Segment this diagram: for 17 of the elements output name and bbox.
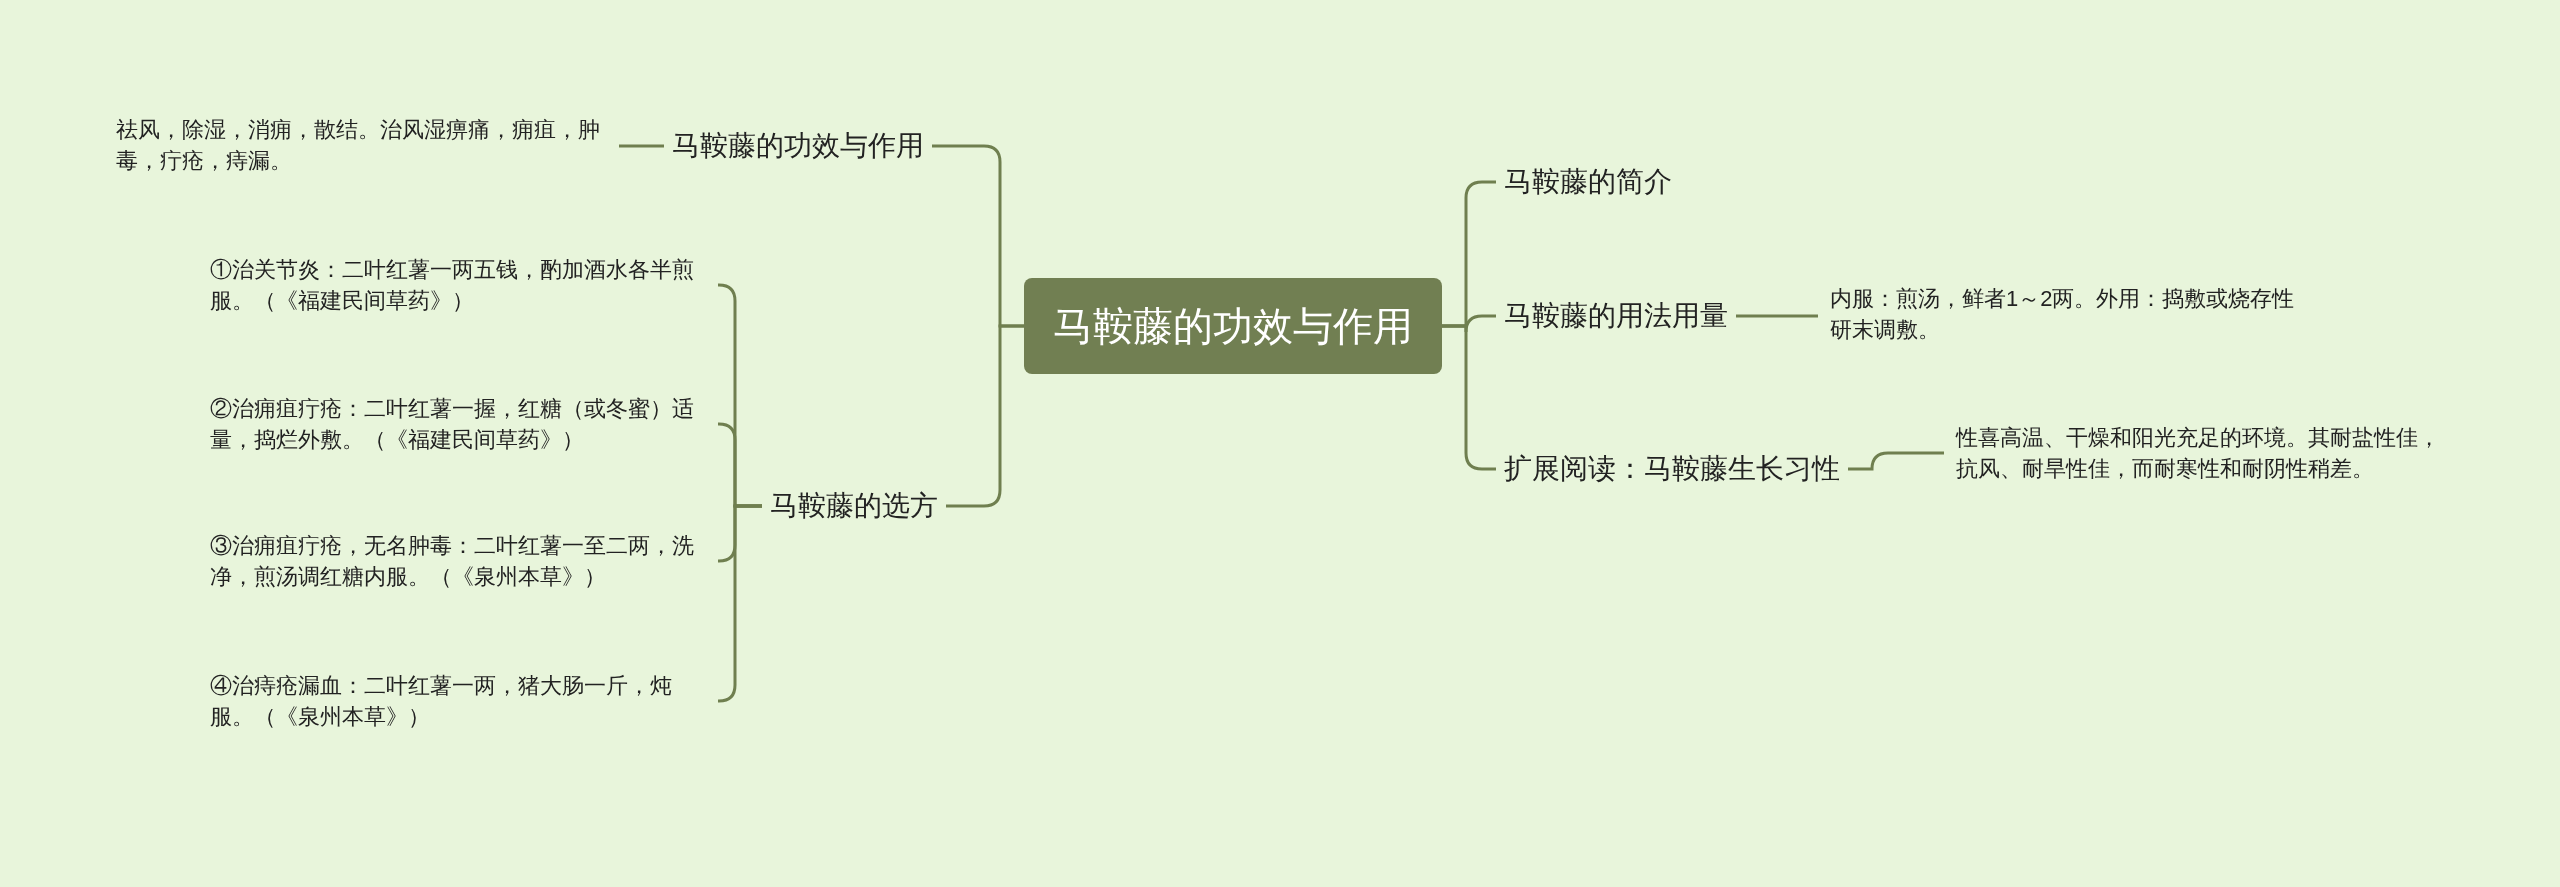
note-text: 内服：煎汤，鲜者1～2两。外用：捣敷或烧存性研末调敷。 xyxy=(1818,283,2318,345)
note-text: ②治痈疽疔疮：二叶红薯一握，红糖（或冬蜜）适量，捣烂外敷。（《福建民间草药》） xyxy=(198,393,718,455)
topic-label: 马鞍藤的功效与作用 xyxy=(664,124,932,168)
connector-line xyxy=(946,324,1024,508)
topic-label: 马鞍藤的选方 xyxy=(762,484,946,528)
connector-line xyxy=(1736,314,1818,318)
topic-label: 马鞍藤的用法用量 xyxy=(1496,294,1736,338)
central-topic-box: 马鞍藤的功效与作用 xyxy=(1024,278,1442,374)
connector-line xyxy=(619,144,664,148)
note-text: ③治痈疽疔疮，无名肿毒：二叶红薯一至二两，洗净，煎汤调红糖内服。（《泉州本草》） xyxy=(198,530,718,592)
connector-line xyxy=(1848,451,1944,471)
note-text: ④治痔疮漏血：二叶红薯一两，猪大肠一斤，炖服。（《泉州本草》） xyxy=(198,670,718,732)
note-text: 祛风，除湿，消痈，散结。治风湿痹痛，痈疽，肿毒，疔疮，痔漏。 xyxy=(104,114,619,176)
topic-label: 马鞍藤的简介 xyxy=(1496,160,1680,204)
note-text: ①治关节炎：二叶红薯一两五钱，酌加酒水各半煎服。（《福建民间草药》） xyxy=(198,254,718,316)
note-text: 性喜高温、干燥和阳光充足的环境。其耐盐性佳，抗风、耐旱性佳，而耐寒性和耐阴性稍差。 xyxy=(1944,422,2469,484)
topic-label: 扩展阅读：马鞍藤生长习性 xyxy=(1496,447,1848,491)
